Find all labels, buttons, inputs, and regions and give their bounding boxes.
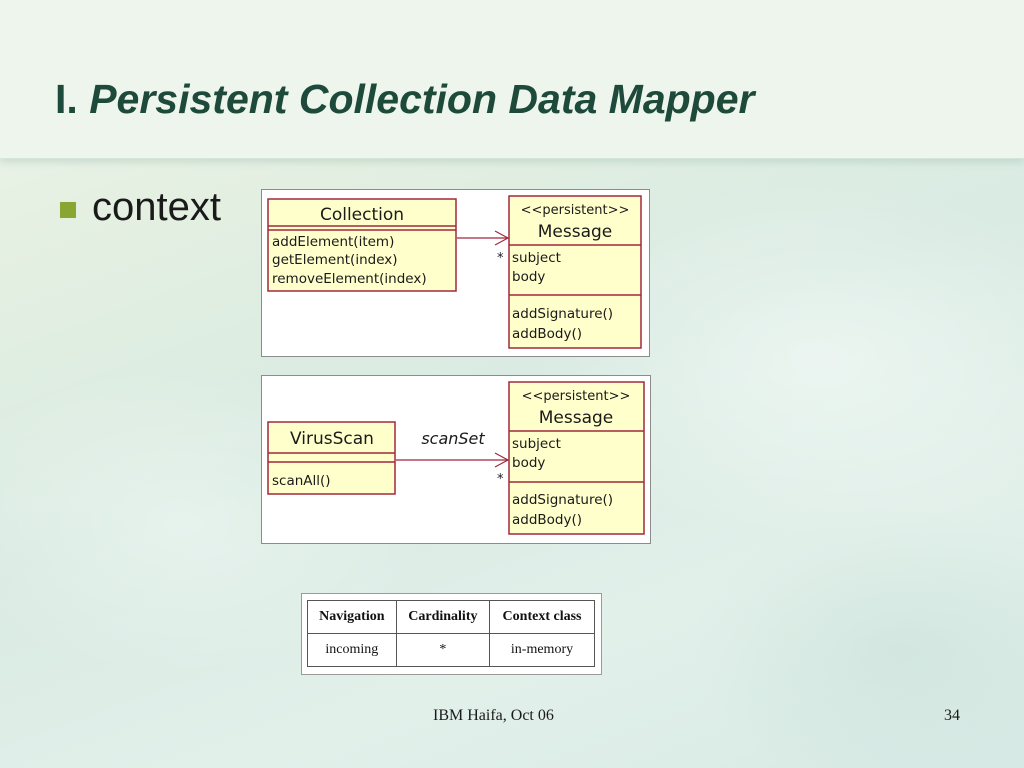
cell-context-class: in-memory <box>489 633 595 667</box>
cell-navigation: incoming <box>307 633 397 667</box>
message-attr-subject-2: subject <box>512 436 561 452</box>
message-class-name-1: Message <box>538 222 613 242</box>
message-class-box-1 <box>508 195 642 349</box>
title-prefix: I. <box>55 76 78 122</box>
message-class-box-2 <box>508 381 645 535</box>
uml-diagram-virusscan-message: VirusScan scanAll() scanSet * <<persiste… <box>261 375 651 544</box>
association-arrow-1 <box>457 230 510 246</box>
multiplicity-label-1: * <box>497 251 504 266</box>
collection-op-3: removeElement(index) <box>272 271 427 287</box>
uml-diagram-1-canvas: Collection addElement(item) getElement(i… <box>267 195 642 349</box>
multiplicity-label-2: * <box>497 472 504 487</box>
association-arrow-2 <box>396 452 510 468</box>
message-op-addsignature-1: addSignature() <box>512 306 613 322</box>
message-attr-subject-1: subject <box>512 250 561 266</box>
context-table-frame: Navigation Cardinality Context class inc… <box>301 593 602 675</box>
table-header-row: Navigation Cardinality Context class <box>307 600 595 634</box>
collection-op-1: addElement(item) <box>272 234 394 250</box>
association-label-scanset: scanSet <box>421 429 485 448</box>
header-cardinality: Cardinality <box>395 600 491 634</box>
bullet-square-icon <box>60 202 76 218</box>
collection-class-box <box>267 198 457 292</box>
virusscan-op-scanall: scanAll() <box>272 473 331 489</box>
title-main: Persistent Collection Data Mapper <box>89 76 755 122</box>
header-context-class: Context class <box>489 600 595 634</box>
cell-cardinality: * <box>395 633 491 667</box>
uml-diagram-collection-message: Collection addElement(item) getElement(i… <box>261 189 650 357</box>
page-number: 34 <box>944 707 960 724</box>
message-op-addbody-2: addBody() <box>512 512 582 528</box>
context-table: Navigation Cardinality Context class inc… <box>307 600 595 667</box>
footer-text: IBM Haifa, Oct 06 <box>433 707 554 724</box>
message-stereotype-1: <<persistent>> <box>521 203 630 218</box>
message-attr-body-2: body <box>512 455 545 471</box>
table-row: incoming * in-memory <box>307 633 595 667</box>
virusscan-class-box <box>267 421 396 495</box>
message-op-addbody-1: addBody() <box>512 326 582 342</box>
message-op-addsignature-2: addSignature() <box>512 492 613 508</box>
collection-op-2: getElement(index) <box>272 252 398 268</box>
message-stereotype-2: <<persistent>> <box>522 389 631 404</box>
slide-title: I. Persistent Collection Data Mapper <box>55 76 754 123</box>
virusscan-class-name: VirusScan <box>290 429 374 449</box>
collection-class-name: Collection <box>320 205 404 225</box>
message-attr-body-1: body <box>512 269 545 285</box>
title-band <box>0 0 1024 159</box>
header-navigation: Navigation <box>307 600 397 634</box>
message-class-name-2: Message <box>539 408 614 428</box>
uml-diagram-2-canvas: VirusScan scanAll() scanSet * <<persiste… <box>267 381 645 535</box>
bullet-text: context <box>92 185 221 229</box>
